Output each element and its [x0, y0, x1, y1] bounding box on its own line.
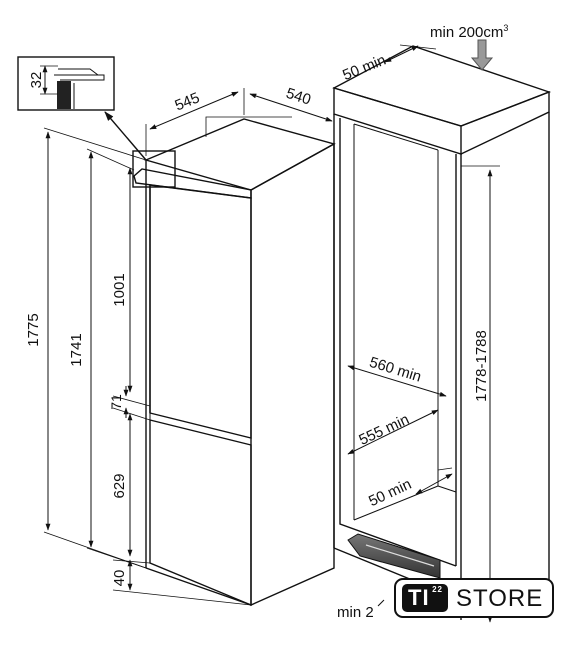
logo-ti-text: TI: [408, 585, 430, 610]
inset-32-label: 32: [28, 72, 45, 89]
hinge-detail-inset: 32: [17, 56, 115, 111]
logo-store-text: STORE: [456, 585, 544, 612]
fridge-top-hinge: [133, 168, 252, 199]
fridge-top: [143, 118, 336, 191]
niche-height-label: 1778-1788: [473, 330, 490, 402]
height-40-label: 40: [111, 570, 128, 587]
logo-ti-superscript: 22: [432, 585, 443, 594]
niche-height-dimension: 1778-1788: [461, 165, 500, 623]
min-air-label: min 200cm3: [430, 23, 508, 41]
top-50-label: 50 min: [340, 52, 388, 85]
air-inlet-arrow: min 200cm3: [430, 23, 508, 71]
fridge: [132, 118, 336, 607]
height-1001-label: 1001: [111, 273, 128, 306]
niche-50-dimension: 50 min: [366, 467, 453, 510]
niche-bottom-vent: [347, 533, 441, 579]
top-gap-dimension: 50 min: [340, 44, 437, 85]
depth-540-label: 540: [284, 85, 313, 109]
niche-555-label: 555 min: [356, 411, 412, 449]
height-629-label: 629: [111, 473, 128, 498]
inset-hinge-block: [57, 81, 71, 109]
niche-555-dimension: 555 min: [347, 409, 439, 455]
height-71-label: 71: [108, 394, 124, 410]
niche-cabinet: [332, 45, 552, 620]
depth-dimensions: 545 540: [145, 85, 335, 156]
niche-560-dimension: 560 min: [347, 354, 447, 397]
hinge-detail-box: [132, 150, 176, 188]
height-1741-label: 1741: [68, 333, 85, 366]
height-dimensions: 1775 1741 1001 71 629 40: [25, 127, 252, 606]
inset-frame: [17, 56, 115, 111]
detail-pointer-arrow: [104, 111, 147, 161]
bottom-min-label: min 2: [337, 604, 374, 621]
fridge-side: [250, 142, 335, 607]
depth-545-label: 545: [173, 89, 203, 114]
height-1775-label: 1775: [25, 313, 42, 346]
ti-store-logo: TI 22 STORE: [394, 578, 554, 618]
fridge-upper-door: [149, 184, 252, 439]
logo-ti-mark: TI 22: [402, 584, 448, 612]
fridge-lower-door: [149, 419, 252, 607]
